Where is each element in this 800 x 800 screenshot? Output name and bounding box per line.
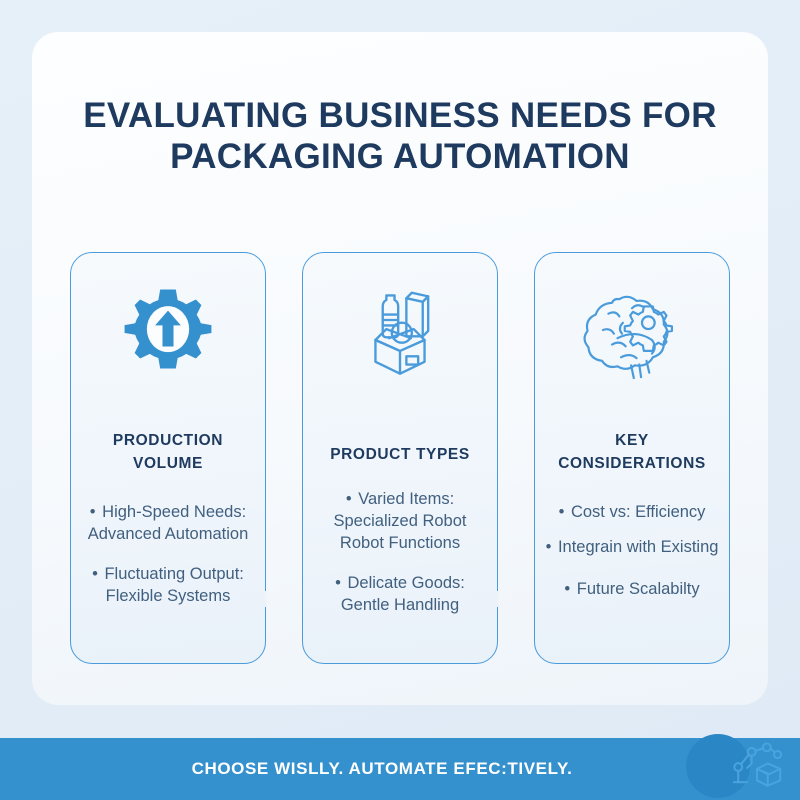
bullet-marker: • [335, 574, 341, 592]
list-item: • Varied Items: Specialized Robot Robot … [313, 488, 487, 554]
bullet-marker: • [558, 503, 565, 521]
open-box-products-icon [350, 265, 450, 395]
list-item: • Delicate Goods: Gentle Handling [313, 572, 487, 616]
card-heading-line-1: KEY [615, 432, 649, 449]
bullet-line-1: Cost vs: Efficiency [570, 503, 706, 521]
card-heading-line-1: PRODUCTION [112, 432, 224, 449]
page-title: EVALUATING BUSINESS NEEDS FOR PACKAGING … [32, 95, 768, 177]
card-bullet-list: • Cost vs: Efficiency • Integrain with E… [535, 501, 729, 613]
card-bullet-list: • High-Speed Needs: Advanced Automation … [71, 501, 265, 625]
footer-tagline: CHOOSE WISLLY. AUTOMATE EFEC:TIVELY. [191, 759, 573, 778]
card-bullet-list: • Varied Items: Specialized Robot Robot … [303, 488, 497, 634]
robotic-arm-box-icon [730, 741, 784, 797]
bullet-marker: • [89, 503, 96, 521]
card-heading: PRODUCT TYPES [322, 443, 478, 466]
brain-gear-icon [581, 265, 683, 395]
card-heading: PRODUCTION VOLUME [105, 429, 231, 475]
bullet-marker: • [564, 580, 571, 598]
bullet-line-3: Robot Functions [339, 534, 461, 552]
bullet-marker: • [545, 538, 552, 556]
gear-up-arrow-icon [122, 265, 214, 395]
card-product-types[interactable]: PRODUCT TYPES • Varied Items: Specialize… [302, 252, 499, 664]
card-heading: KEY CONSIDERATIONS [550, 429, 714, 475]
bullet-line-1: Integrain with Existing [557, 538, 719, 556]
card-heading-line-2: VOLUME [133, 455, 203, 472]
card-heading-line-2: CONSIDERATIONS [558, 455, 706, 472]
card-key-considerations[interactable]: KEY CONSIDERATIONS • Cost vs: Efficiency… [534, 252, 730, 664]
list-item: • Future Scalabilty [545, 578, 719, 600]
cards-row: PRODUCTION VOLUME • High-Speed Needs: Ad… [70, 252, 730, 664]
bullet-line-2: Specialized Robot [333, 512, 467, 530]
bullet-line-1: Future Scalabilty [576, 580, 700, 598]
card-heading-line-1: PRODUCT TYPES [330, 446, 470, 463]
bullet-line-2: Advanced Automation [87, 525, 249, 543]
bullet-line-2: Gentle Handling [340, 596, 460, 614]
bullet-line-2: Flexible Systems [105, 587, 231, 605]
bullet-line-1: Varied Items: [358, 490, 455, 508]
title-line-1: EVALUATING BUSINESS NEEDS FOR [83, 96, 717, 135]
title-line-2: PACKAGING AUTOMATION [170, 137, 630, 176]
list-item: • Integrain with Existing [545, 536, 719, 558]
list-item: • High-Speed Needs: Advanced Automation [81, 501, 255, 545]
list-item: • Cost vs: Efficiency [545, 501, 719, 523]
bullet-marker: • [345, 490, 352, 508]
footer-logo [686, 734, 800, 800]
bullet-line-1: High-Speed Needs: [102, 503, 247, 521]
bullet-line-1: Fluctuating Output: [104, 565, 244, 583]
decorative-circle [686, 734, 750, 798]
footer-banner: CHOOSE WISLLY. AUTOMATE EFEC:TIVELY. [0, 734, 800, 800]
card-production-volume[interactable]: PRODUCTION VOLUME • High-Speed Needs: Ad… [70, 252, 267, 664]
list-item: • Fluctuating Output: Flexible Systems [81, 563, 255, 607]
bullet-marker: • [92, 565, 98, 583]
bullet-line-1: Delicate Goods: [347, 574, 465, 592]
